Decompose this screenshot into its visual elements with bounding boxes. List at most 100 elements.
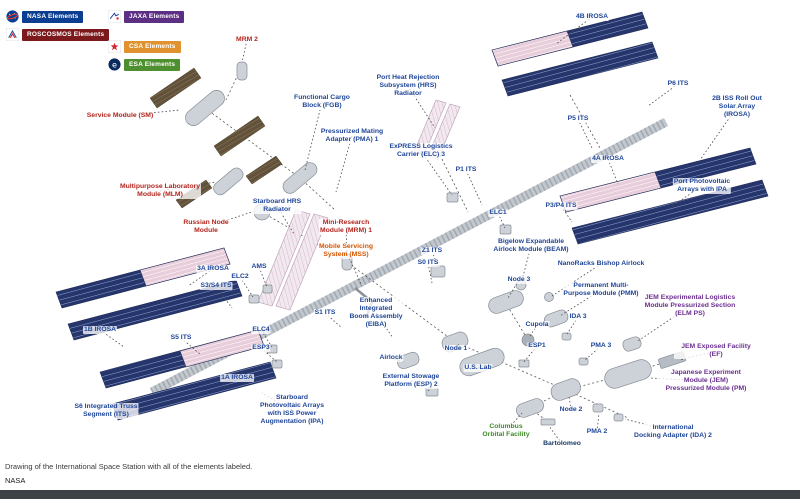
module-mlm [213, 167, 244, 196]
module-pma2 [592, 403, 604, 413]
legend-item: ROSCOSMOS Elements [6, 28, 110, 41]
element-label: AMS [250, 262, 268, 272]
module-elm-ps [622, 336, 642, 352]
element-label: Node 3 [506, 275, 532, 285]
module-columbus [516, 398, 544, 418]
element-label: Japanese Experiment Module (JEM) Pressur… [659, 368, 753, 394]
element-label: ELC4 [251, 325, 271, 335]
element-label: Port Photovoltaic Arrays with IPA [672, 177, 732, 195]
element-label: Mobile Servicing System (MSS) [317, 242, 375, 260]
element-label: ELC2 [230, 272, 250, 282]
csa-logo [108, 40, 121, 53]
diagram-caption: Drawing of the International Space Stati… [5, 462, 253, 471]
module-node2 [550, 378, 581, 401]
module-esp3 [271, 359, 283, 369]
element-label: Columbus Orbital Facility [481, 422, 531, 440]
element-label: S1 ITS [313, 308, 337, 318]
element-label: 1A IROSA [220, 373, 254, 383]
element-label: S5 ITS [169, 333, 193, 343]
element-label: Starboard HRS Radiator [251, 197, 303, 215]
irosa-4b [491, 30, 574, 67]
module-fgb [282, 162, 318, 194]
element-label: P3/P4 ITS [544, 201, 578, 211]
module-elc2 [248, 294, 260, 304]
element-label: Port Heat Rejection Subsystem (HRS) Radi… [375, 73, 441, 99]
element-label: ELC1 [488, 208, 508, 218]
module-esp1 [518, 359, 530, 368]
element-label: ESP3 [251, 343, 271, 353]
legend-item: CSA Elements [108, 40, 181, 53]
legend-item: NASA Elements [6, 10, 84, 23]
element-label: 4A IROSA [591, 154, 625, 164]
nasa-logo [6, 10, 19, 23]
element-label: Starboard Photovoltaic Arrays with ISS P… [259, 393, 325, 427]
element-label: NanoRacks Bishop Airlock [556, 259, 646, 269]
element-label: Permanent Multi- Purpose Module (PMM) [562, 281, 640, 299]
element-label: External Stowage Platform (ESP) 2 [381, 372, 441, 390]
module-ams [262, 284, 273, 294]
element-label: Airlock [378, 353, 404, 363]
element-label: Node 1 [443, 344, 469, 354]
element-label: Mini-Research Module (MRM) 1 [318, 218, 374, 236]
element-label: 3A IROSA [196, 264, 230, 274]
element-label: Z1 ITS [420, 246, 444, 256]
starboard-hrs-radiator [257, 209, 311, 307]
element-label: P6 ITS [666, 79, 690, 89]
element-label: MRM 2 [235, 35, 259, 45]
module-elc3 [446, 192, 459, 203]
element-label: 4B IROSA [574, 12, 610, 22]
element-label: U.S. Lab [463, 363, 493, 373]
solar-arrays [55, 11, 769, 421]
legend-label: CSA Elements [124, 40, 181, 53]
module-mrm2 [236, 61, 248, 81]
starboard-hrs-radiator [275, 213, 329, 311]
element-label: Cupola [524, 320, 550, 330]
array-2b [501, 41, 659, 97]
irosa-3a [139, 247, 231, 287]
credit-text: NASA [5, 476, 26, 485]
legend-label: NASA Elements [22, 10, 84, 23]
module-node3 [488, 290, 524, 314]
module-bartolomeo [540, 418, 556, 426]
element-label: ESP1 [527, 341, 547, 351]
array-1b [67, 279, 243, 341]
element-label: Bigelow Expandable Airlock Module (BEAM) [492, 237, 570, 255]
module-jem-pm [604, 359, 652, 389]
element-label: Multipurpose Laboratory Module (MLM) [118, 182, 202, 200]
module-ida2 [613, 413, 624, 422]
module-elc1 [499, 224, 512, 235]
element-label: P1 ITS [454, 165, 478, 175]
esa-logo: e [108, 58, 121, 71]
element-label: Enhanced Integrated Boom Assembly (EIBA) [348, 296, 404, 330]
element-label: Functional Cargo Block (FGB) [293, 93, 351, 111]
element-label: Pressurized Mating Adapter (PMA) 1 [319, 127, 385, 145]
iss-drawing [55, 11, 769, 426]
module-ida3 [561, 332, 572, 341]
element-label: S0 ITS [416, 258, 440, 268]
element-label: JEM Experimental Logistics Module Pressu… [643, 293, 737, 319]
element-label: PMA 3 [589, 341, 613, 351]
legend-label: JAXA Elements [124, 10, 185, 23]
element-label: IDA 3 [568, 312, 588, 322]
element-label: Service Module (SM) [85, 111, 155, 121]
element-label: 2B ISS Roll Out Solar Array (IROSA) [705, 94, 769, 120]
element-label: International Docking Adapter (IDA) 2 [633, 423, 713, 441]
roscosmos-logo [6, 28, 19, 41]
module-sm [185, 90, 225, 126]
element-label: 1B IROSA [82, 325, 118, 335]
element-label: S3/S4 ITS [199, 281, 233, 291]
element-label: JEM Exposed Facility (EF) [674, 342, 758, 360]
element-label: PMA 2 [585, 427, 609, 437]
legend-item: JAXA Elements [108, 10, 185, 23]
element-label: Russian Node Module [182, 218, 230, 236]
element-label: S6 Integrated Truss Segment (ITS) [73, 402, 139, 420]
element-label: ExPRESS Logistics Carrier (ELC) 3 [388, 142, 454, 160]
bottom-bar [0, 490, 800, 499]
jaxa-logo [108, 10, 121, 23]
module-bishop-airlock [544, 292, 554, 302]
legend-label: ROSCOSMOS Elements [22, 28, 110, 41]
array-2a [571, 179, 769, 245]
element-label: Node 2 [558, 405, 584, 415]
